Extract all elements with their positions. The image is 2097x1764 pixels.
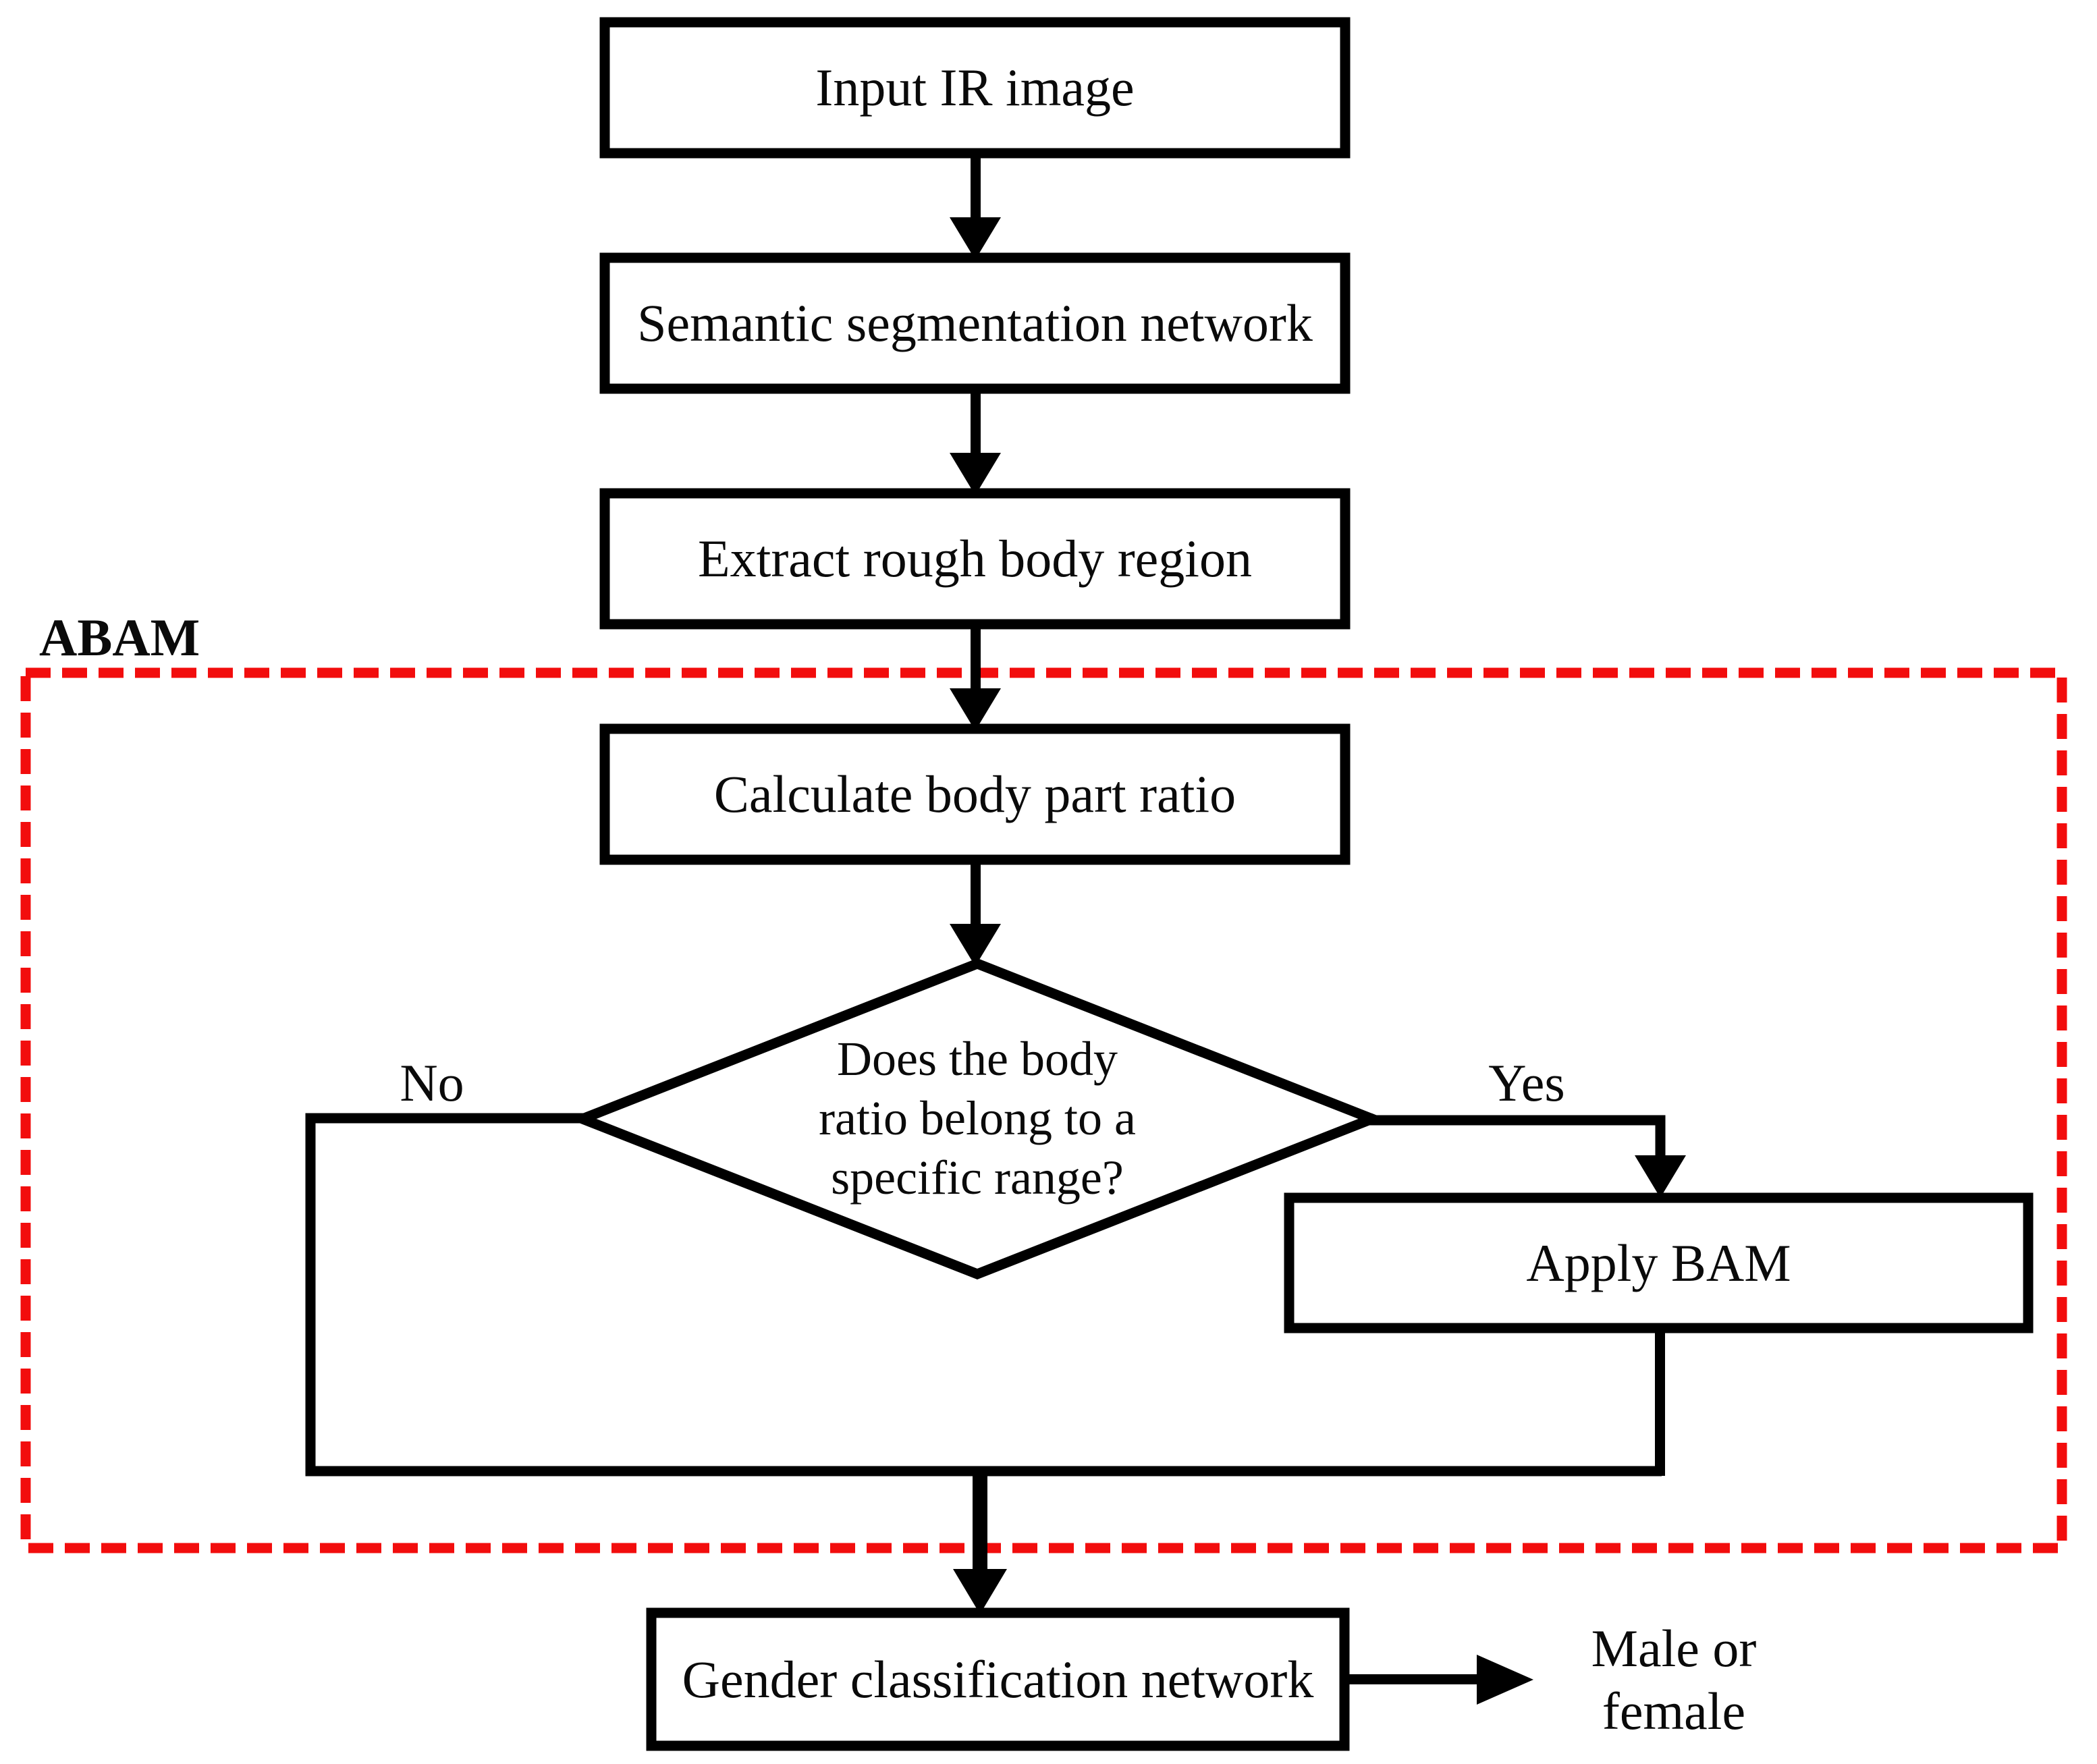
arrow-yes-to-applybam-head — [1635, 1155, 1686, 1198]
arrow-merge-to-gender-head — [953, 1569, 1007, 1614]
node-extract-box — [599, 488, 1351, 630]
node-apply-bam-label: Apply BAM — [1526, 1233, 1791, 1292]
arrow-gender-to-output-head — [1477, 1655, 1533, 1705]
node-extract-label: Extract rough body region — [698, 529, 1252, 588]
node-input-box — [599, 17, 1351, 159]
arrow-gender-to-output-stem — [1344, 1674, 1478, 1684]
node-gender-box — [646, 1607, 1350, 1751]
arrow-semantic-to-extract-stem — [971, 389, 981, 456]
node-apply-bam-box — [1284, 1192, 2034, 1333]
node-gender-label: Gender classification network — [682, 1649, 1314, 1709]
abam-region-label: ABAM — [39, 608, 200, 667]
applybam-to-merge-line — [1655, 1328, 1665, 1476]
arrow-merge-to-gender-stem — [973, 1471, 987, 1572]
arrow-extract-to-calculate-head — [950, 688, 1001, 731]
arrow-extract-to-calculate-stem — [971, 624, 981, 692]
arrow-semantic-to-extract-head — [950, 453, 1001, 495]
node-decision-diamond — [568, 958, 1386, 1280]
no-branch-label: No — [400, 1053, 464, 1112]
output-result-label: Male or female — [1591, 1619, 1757, 1740]
arrow-calculate-to-decision-stem — [971, 860, 981, 927]
node-calculate-label: Calculate body part ratio — [713, 765, 1236, 824]
node-calculate-box — [599, 723, 1351, 865]
yes-branch-label: Yes — [1488, 1053, 1565, 1112]
node-decision-label: Does the body ratio belong to a specific… — [819, 1032, 1136, 1205]
yes-branch-line — [1369, 1115, 1666, 1157]
node-input-label: Input IR image — [815, 58, 1135, 117]
node-semantic-box — [599, 252, 1351, 394]
node-semantic-label: Semantic segmentation network — [637, 294, 1313, 353]
arrow-calculate-to-decision-head — [950, 924, 1001, 966]
arrow-input-to-semantic-head — [950, 217, 1001, 260]
arrow-input-to-semantic-stem — [971, 153, 981, 221]
